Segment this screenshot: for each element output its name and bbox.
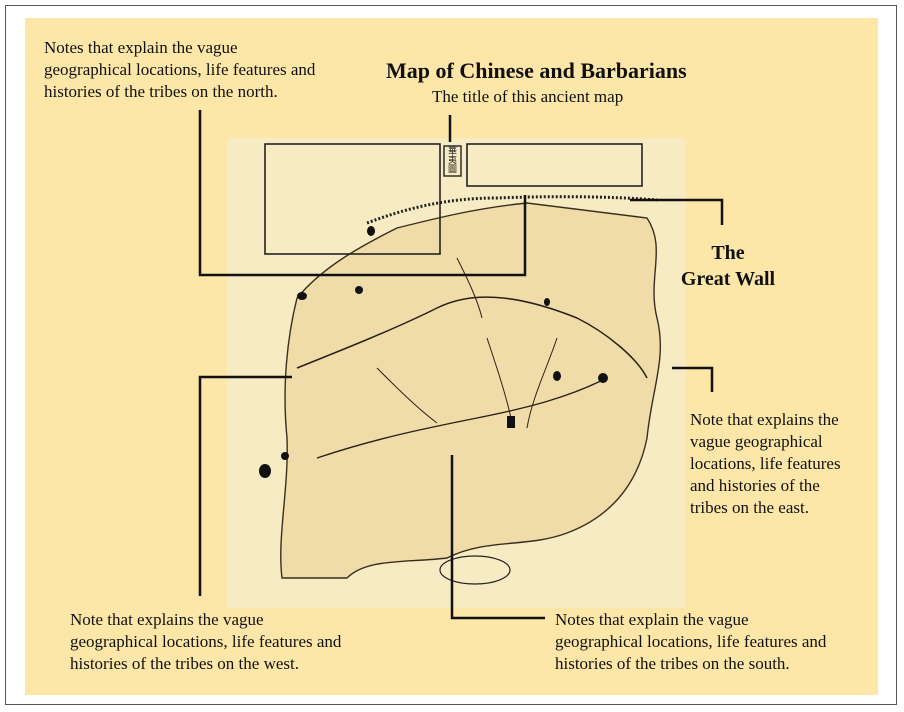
label-west: Note that explains the vague geographica… xyxy=(70,609,341,675)
label-east-line: Note that explains the xyxy=(690,410,839,429)
label-great-wall: The Great Wall xyxy=(672,240,784,292)
title-caption: The title of this ancient map xyxy=(432,87,624,106)
label-east-line: and histories of the xyxy=(690,476,820,495)
label-great-wall-line: The xyxy=(711,242,745,264)
label-south-line: geographical locations, life features an… xyxy=(555,632,827,651)
label-south-line: histories of the tribes on the south. xyxy=(555,654,790,673)
label-west-line: Note that explains the vague xyxy=(70,610,264,629)
label-south-line: Notes that explain the vague xyxy=(555,610,749,629)
label-north-line: Notes that explain the vague xyxy=(44,38,238,57)
label-south: Notes that explain the vague geographica… xyxy=(555,609,826,675)
label-west-line: histories of the tribes on the west. xyxy=(70,654,299,673)
label-north-line: geographical locations, life features an… xyxy=(44,60,316,79)
map-title-seal: 華夷圖 xyxy=(447,147,457,175)
label-west-line: geographical locations, life features an… xyxy=(70,632,342,651)
label-north-line: histories of the tribes on the north. xyxy=(44,82,278,101)
label-east-line: locations, life features xyxy=(690,454,841,473)
label-great-wall-line: Great Wall xyxy=(680,268,776,290)
label-east-line: vague geographical xyxy=(690,432,823,451)
label-east: Note that explains the vague geographica… xyxy=(690,409,841,519)
ancient-map: 華夷圖 xyxy=(227,138,685,608)
label-east-line: tribes on the east. xyxy=(690,498,809,517)
map-title: Map of Chinese and Barbarians xyxy=(386,58,687,83)
map-drawing xyxy=(259,143,662,585)
label-north: Notes that explain the vague geographica… xyxy=(44,37,315,103)
